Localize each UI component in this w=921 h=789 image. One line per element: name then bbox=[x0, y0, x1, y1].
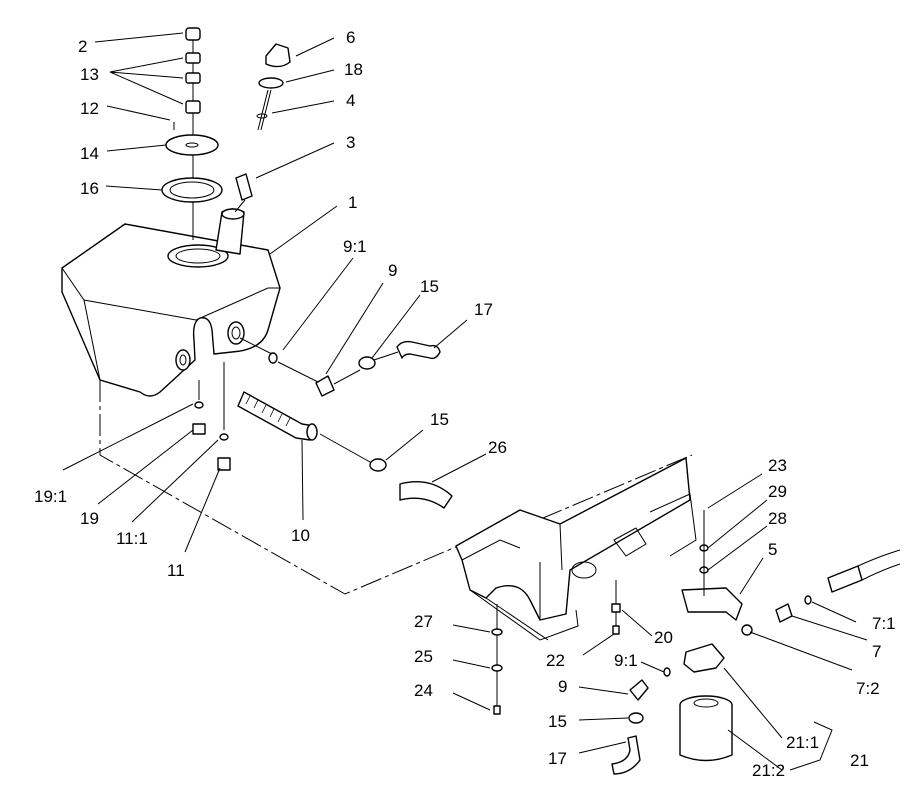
callout-11: 11 bbox=[167, 561, 185, 580]
callout-27: 27 bbox=[414, 612, 433, 631]
callout-25: 25 bbox=[414, 647, 433, 666]
callout-3: 3 bbox=[346, 133, 355, 152]
sender-stack bbox=[161, 27, 223, 240]
callout-4: 4 bbox=[346, 91, 355, 110]
return-fittings bbox=[239, 337, 441, 397]
callout-6: 6 bbox=[346, 28, 355, 47]
callout-labels: 2 13 12 14 16 6 18 4 3 1 9:1 9 15 17 15 … bbox=[34, 28, 896, 780]
callout-16: 16 bbox=[80, 179, 99, 198]
callout-9-top: 9 bbox=[388, 261, 397, 280]
outlet-fittings bbox=[741, 549, 901, 636]
callout-13: 13 bbox=[80, 65, 99, 84]
callout-20: 20 bbox=[654, 628, 673, 647]
callout-9-1-top: 9:1 bbox=[343, 237, 367, 256]
callout-23: 23 bbox=[768, 456, 787, 475]
callout-15-mid: 15 bbox=[430, 410, 449, 429]
callout-29: 29 bbox=[768, 482, 787, 501]
callout-15-top: 15 bbox=[420, 277, 439, 296]
callout-1: 1 bbox=[348, 193, 357, 212]
filter-assembly bbox=[679, 510, 743, 762]
callout-24: 24 bbox=[414, 681, 433, 700]
callout-9-bot: 9 bbox=[558, 677, 567, 696]
callout-7-1: 7:1 bbox=[872, 614, 896, 633]
callout-5: 5 bbox=[768, 540, 777, 559]
callout-26: 26 bbox=[488, 438, 507, 457]
callout-18: 18 bbox=[344, 60, 363, 79]
frame bbox=[455, 457, 697, 641]
callout-7: 7 bbox=[872, 642, 881, 661]
callout-11-1: 11:1 bbox=[116, 529, 148, 548]
leader-lines bbox=[62, 32, 868, 771]
callout-19: 19 bbox=[80, 509, 99, 528]
callout-10: 10 bbox=[291, 526, 310, 545]
lower-fittings bbox=[611, 580, 671, 775]
fuel-line-path bbox=[99, 380, 511, 595]
callout-17-bot: 17 bbox=[548, 749, 567, 768]
callout-21-1: 21:1 bbox=[786, 733, 819, 752]
callout-15-bot: 15 bbox=[548, 712, 567, 731]
callout-14: 14 bbox=[80, 144, 99, 163]
callout-22: 22 bbox=[546, 651, 565, 670]
filler-cap-assembly bbox=[234, 43, 291, 213]
callout-2: 2 bbox=[78, 37, 87, 56]
callout-7-2: 7:2 bbox=[856, 679, 880, 698]
drain-fittings bbox=[192, 362, 231, 471]
mount-hardware bbox=[491, 604, 503, 715]
callout-9-1-bot: 9:1 bbox=[614, 651, 638, 670]
callout-12: 12 bbox=[80, 99, 99, 118]
fuel-tank bbox=[61, 208, 281, 397]
callout-28: 28 bbox=[768, 509, 787, 528]
callout-17-top: 17 bbox=[474, 300, 493, 319]
fuel-hose-10 bbox=[237, 391, 453, 509]
callout-21-2: 21:2 bbox=[752, 761, 785, 780]
callout-21: 21 bbox=[850, 751, 869, 770]
callout-19-1: 19:1 bbox=[34, 487, 67, 506]
